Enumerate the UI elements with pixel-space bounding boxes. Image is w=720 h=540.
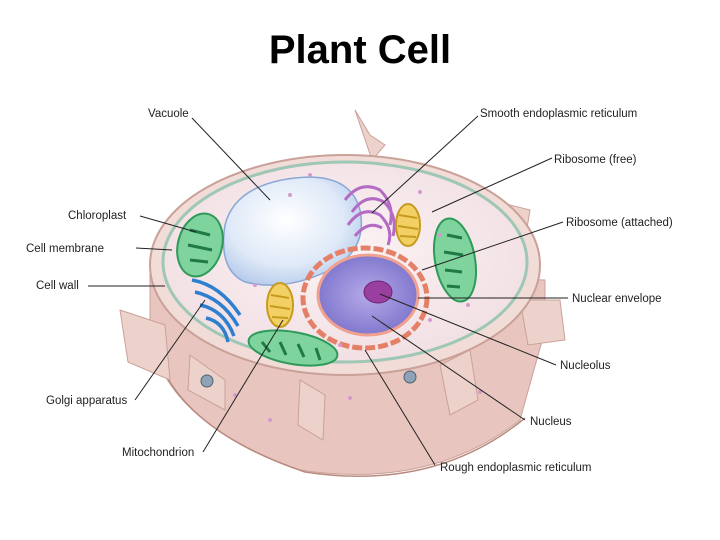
page-title: Plant Cell [268,28,452,72]
label-golgi: Golgi apparatus [46,395,127,407]
label-smooth-er: Smooth endoplasmic reticulum [480,108,637,120]
label-cell-membrane: Cell membrane [26,243,104,255]
label-cell-wall: Cell wall [36,280,79,292]
golgi-apparatus [191,278,242,343]
ribosomes [233,173,482,422]
label-ribosome-attached: Ribosome (attached) [566,217,673,229]
label-vacuole: Vacuole [148,108,189,120]
label-chloroplast: Chloroplast [68,210,127,222]
nucleus [316,253,420,337]
label-rough-er: Rough endoplasmic reticulum [440,462,592,474]
leader-lines [88,115,568,466]
label-nuclear-envelope: Nuclear envelope [572,293,662,305]
label-mitochondrion: Mitochondrion [122,447,194,459]
mitochondrion [266,203,421,328]
labels: Vacuole Smooth endoplasmic reticulum Rib… [26,108,673,474]
label-ribosome-free: Ribosome (free) [554,154,637,166]
nucleolus [363,280,393,304]
label-nucleus: Nucleus [530,416,572,428]
label-nucleolus: Nucleolus [560,360,611,372]
